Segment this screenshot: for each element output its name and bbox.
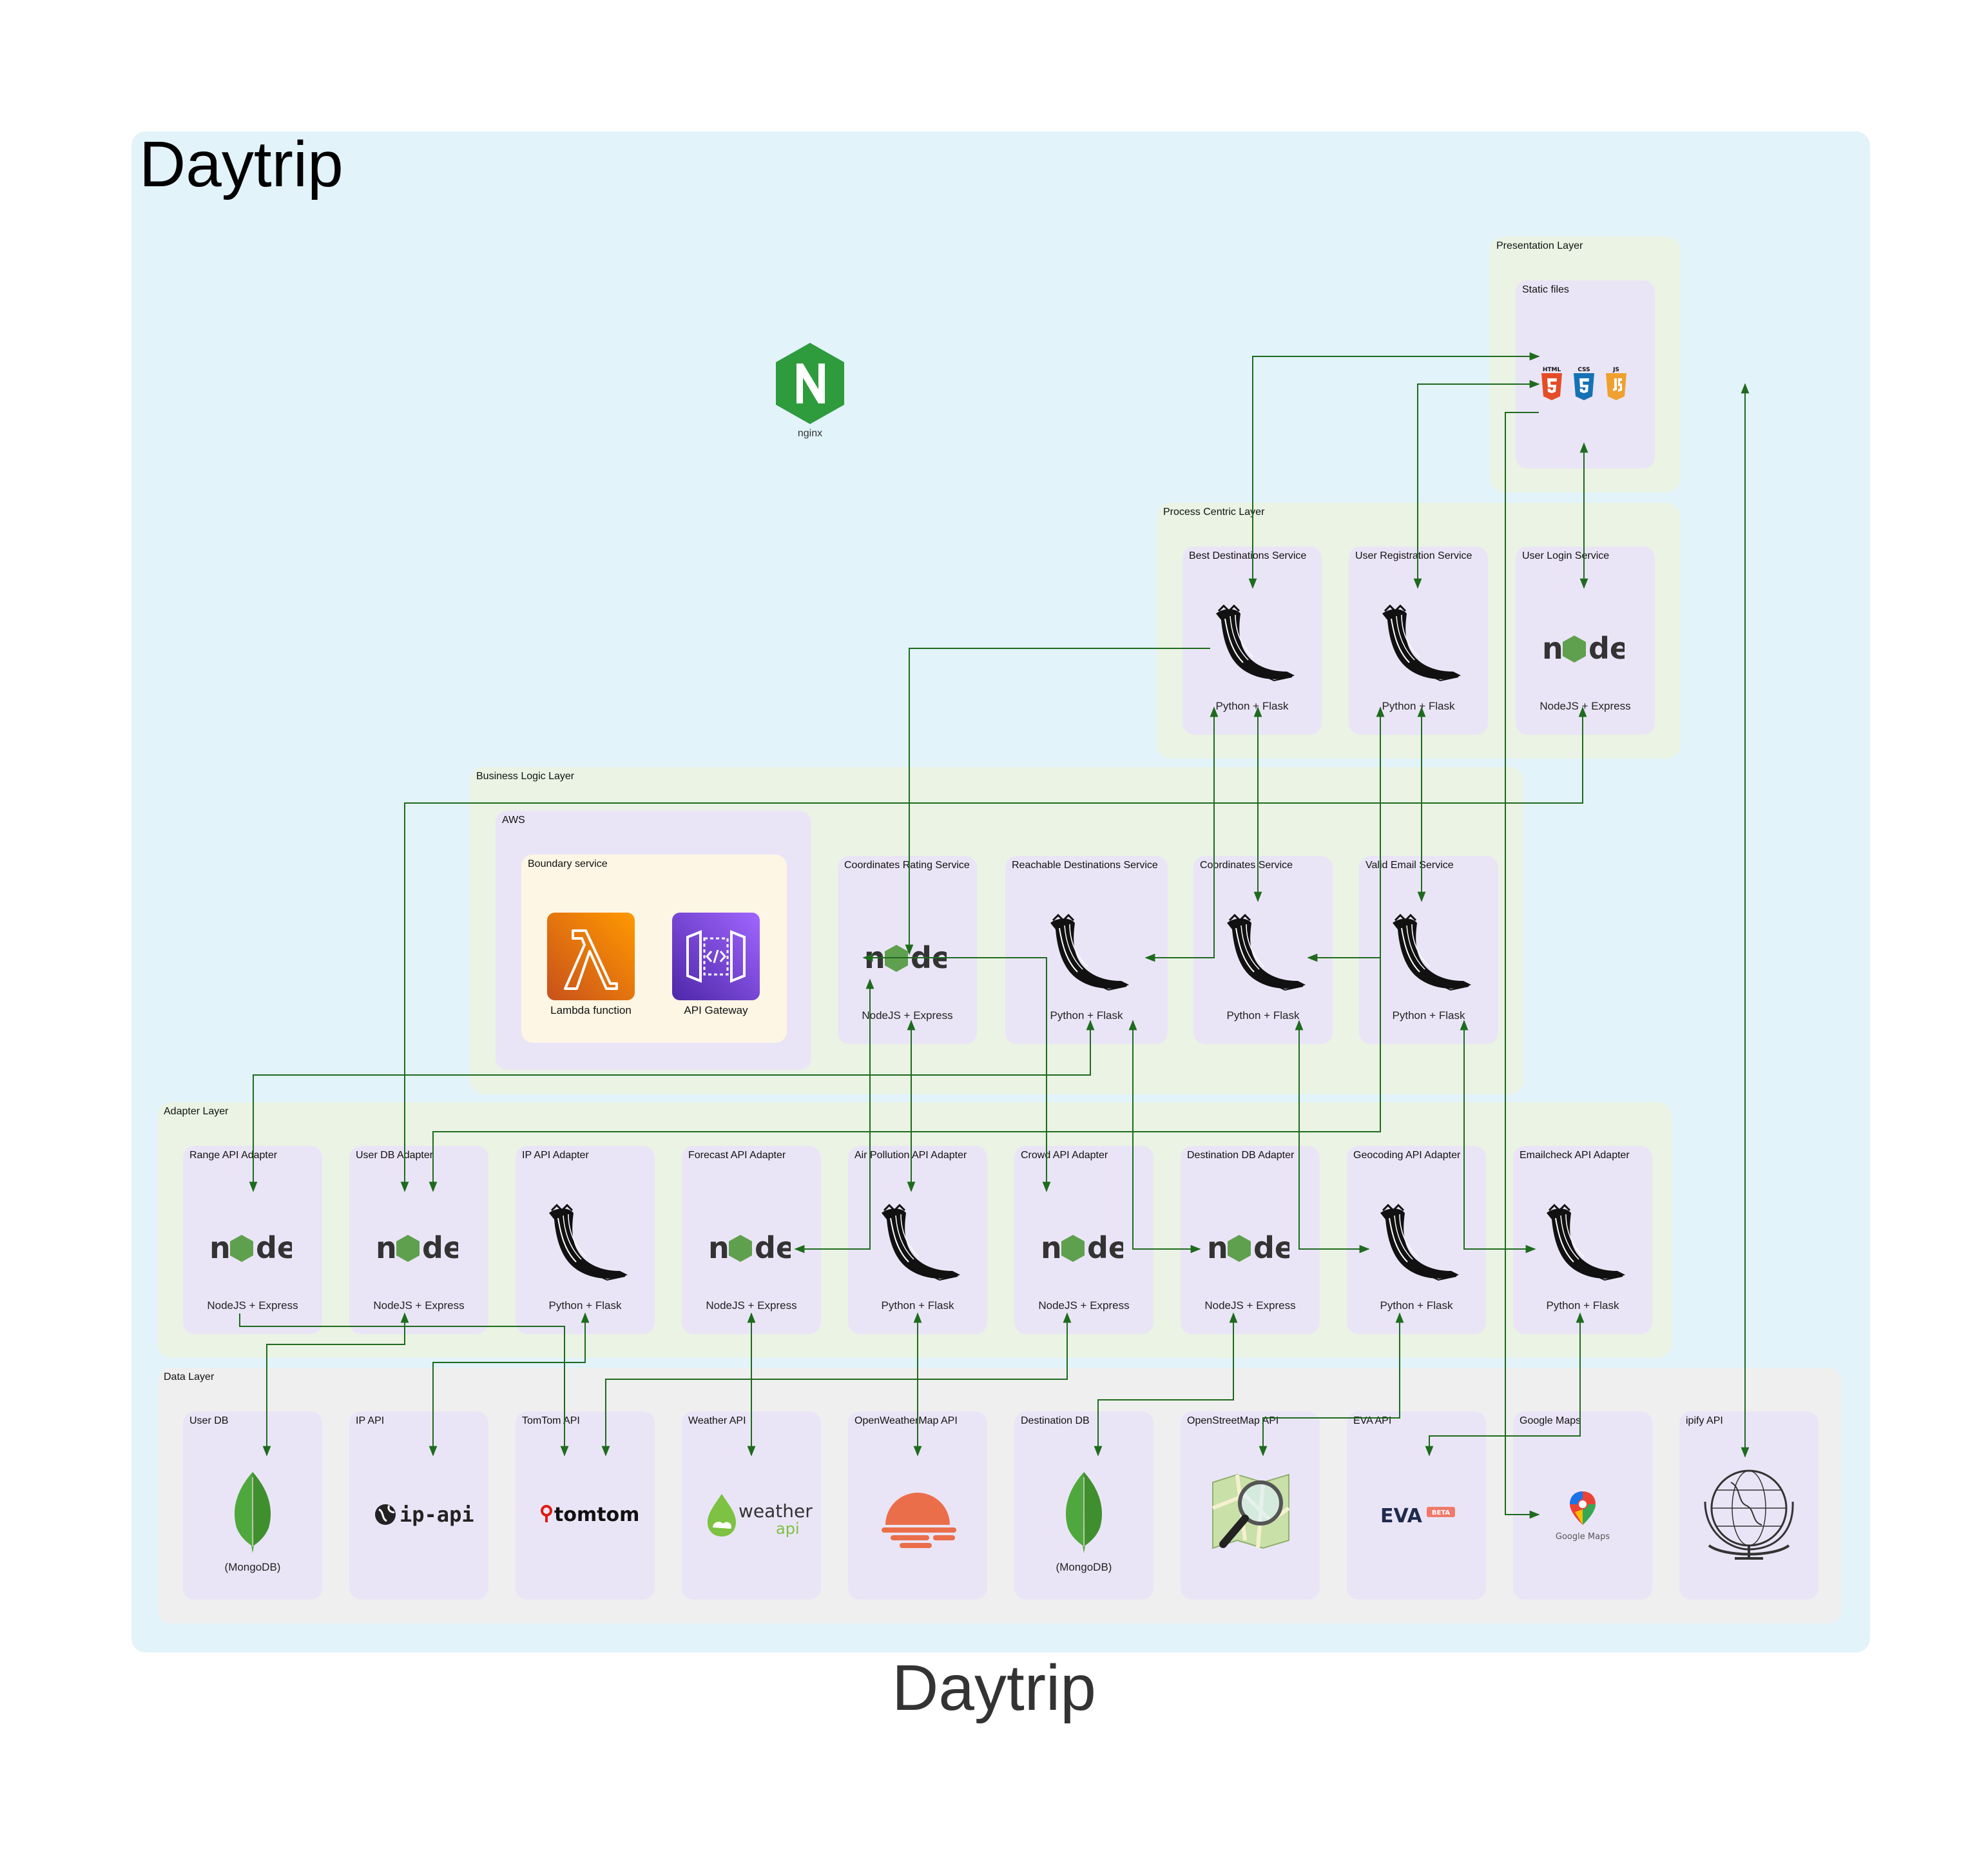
openweathermap-logo-icon: [848, 1411, 987, 1600]
box-caption: NodeJS + Express: [1038, 1299, 1130, 1312]
box-caption: NodeJS + Express: [373, 1299, 465, 1312]
box-caption: Python + Flask: [548, 1299, 622, 1312]
svg-text:de: de: [422, 1230, 458, 1265]
ip-api-logo-icon: ip-api: [349, 1411, 488, 1600]
box-caption: Python + Flask: [1380, 1299, 1453, 1312]
connector-arrow: [1307, 706, 1385, 962]
box-caption: (MongoDB): [224, 1561, 281, 1573]
connector-arrow: [400, 706, 1587, 1192]
connector-arrow: [262, 1312, 409, 1457]
flask-icon: [1374, 1203, 1464, 1287]
mongodb-icon: [230, 1471, 275, 1558]
svg-text:EVA: EVA: [1380, 1505, 1423, 1527]
box-caption: Python + Flask: [881, 1299, 954, 1312]
connector-arrow: [1295, 1020, 1370, 1254]
box-label: ipify API: [1686, 1415, 1723, 1426]
nginx-icon: [773, 342, 847, 425]
flask-icon: [543, 1203, 633, 1287]
connector-arrow: [1425, 1312, 1585, 1457]
layer-label: Data Layer: [164, 1371, 215, 1382]
google-maps-logo-icon: Google Maps: [1513, 1411, 1652, 1600]
mongodb-icon: [1061, 1471, 1106, 1558]
flask-icon: [1540, 1203, 1630, 1287]
svg-text:de: de: [1087, 1230, 1123, 1265]
data-source-box: User DB (MongoDB): [183, 1411, 322, 1600]
svg-text:BETA: BETA: [1432, 1509, 1450, 1517]
svg-text:api: api: [776, 1520, 800, 1538]
layer-label: Adapter Layer: [164, 1106, 229, 1117]
connector-arrow: [1460, 1020, 1536, 1254]
connector-arrow: [1505, 412, 1540, 1519]
connector-arrow: [601, 1312, 1072, 1457]
layer-label: Presentation Layer: [1496, 240, 1583, 251]
connector-arrow: [249, 1020, 1095, 1192]
openstreetmap-logo-icon: [1181, 1411, 1320, 1600]
svg-text:n: n: [1207, 1230, 1228, 1265]
svg-text:ip-api: ip-api: [400, 1502, 474, 1527]
connector-arrow: [429, 1312, 590, 1457]
svg-text:n: n: [376, 1230, 397, 1265]
flask-icon: [875, 1203, 965, 1287]
svg-text:Google Maps: Google Maps: [1556, 1532, 1610, 1542]
connector-arrow: [1248, 352, 1540, 589]
svg-text:de: de: [256, 1230, 292, 1265]
svg-text:CSS: CSS: [1578, 367, 1590, 373]
connector-arrow: [429, 708, 1381, 1192]
svg-text:de: de: [1253, 1230, 1289, 1265]
connector-arrow: [794, 978, 874, 1254]
connector-arrow: [862, 953, 1051, 1192]
svg-text:de: de: [1588, 631, 1625, 665]
box-caption: NodeJS + Express: [207, 1299, 298, 1312]
svg-text:HTML: HTML: [1543, 367, 1561, 373]
box-caption: NodeJS + Express: [706, 1299, 797, 1312]
svg-text:n: n: [1542, 631, 1563, 665]
connector-arrow: [1144, 706, 1219, 962]
svg-text:n: n: [209, 1230, 231, 1265]
svg-text:tomtom: tomtom: [554, 1504, 639, 1526]
footer-title: Daytrip: [892, 1652, 1096, 1724]
svg-text:n: n: [1041, 1230, 1062, 1265]
connector-arrow: [1413, 380, 1540, 589]
js-icon: JS: [1605, 365, 1628, 405]
connector-arrow: [1128, 1020, 1201, 1254]
box-caption: NodeJS + Express: [1204, 1299, 1296, 1312]
box-caption: (MongoDB): [1056, 1561, 1112, 1573]
tomtom-logo-icon: tomtom: [516, 1411, 655, 1600]
svg-text:JS: JS: [1612, 367, 1619, 373]
html5-icon: HTML: [1540, 365, 1563, 405]
svg-text:de: de: [755, 1230, 791, 1265]
layer-label: Process Centric Layer: [1163, 507, 1265, 518]
flask-icon: [1376, 604, 1466, 688]
flask-icon: [1210, 604, 1300, 688]
css3-icon: CSS: [1572, 365, 1596, 405]
box-label: Static files: [1522, 284, 1569, 295]
box-label: User DB: [189, 1415, 229, 1426]
connector-arrow: [1259, 1312, 1404, 1457]
eva-logo-icon: EVA BETA: [1347, 1411, 1486, 1600]
connector-arrow: [1094, 1312, 1238, 1457]
svg-text:n: n: [708, 1230, 729, 1265]
globe-icon: [1679, 1411, 1819, 1600]
connector-arrow: [239, 1313, 569, 1457]
box-caption: Python + Flask: [1546, 1299, 1619, 1312]
nginx-label: nginx: [797, 428, 823, 439]
svg-text:weather: weather: [738, 1500, 813, 1522]
diagram-title: Daytrip: [139, 128, 343, 200]
connector-arrow: [905, 648, 1210, 955]
